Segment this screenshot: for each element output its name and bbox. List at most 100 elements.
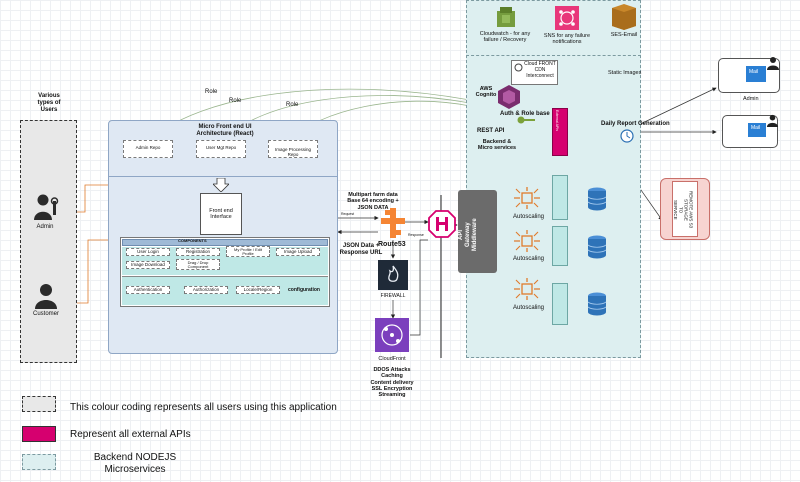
request-label: Request — [341, 212, 355, 216]
customer-user-icon — [35, 284, 57, 309]
role-label-1: Role — [205, 89, 218, 95]
route53-label: Route53 — [378, 241, 406, 248]
comp-profile[interactable]: My Profile / Edit Profile — [226, 246, 270, 257]
legend-swatch-users — [22, 396, 56, 412]
key-icon — [517, 116, 535, 124]
cloudfront-description: DDOS Attacks Caching Content delivery SS… — [370, 367, 414, 399]
components-label: COMPONENTS — [178, 238, 207, 243]
cdn-label: Cloud FRONT CDN Interconnect — [524, 61, 556, 79]
remote-s3-label: REMOTE AWS S3 STORAGE TO SERVICE — [673, 191, 694, 229]
front-end-interface-label: Front end Interface — [209, 208, 233, 221]
comp-authentication-label: Authentication — [133, 287, 163, 292]
service-container-2[interactable] — [552, 226, 568, 266]
multipart-label: Multipart farm data Base 64 encoding + J… — [347, 192, 399, 211]
external-api-bar[interactable] — [552, 108, 568, 156]
cloudwatch-icon — [497, 7, 515, 27]
clock-icon — [620, 129, 634, 143]
api-gateway-box[interactable] — [458, 190, 497, 273]
ses-label: SES-Email — [610, 32, 638, 38]
firewall-icon — [378, 260, 408, 290]
customer-user-label: Customer — [32, 311, 59, 317]
cloudfront-label: CloudFront — [378, 356, 406, 362]
legend-text-external: Represent all external APIs — [70, 429, 191, 440]
mail-label-1: Mail — [749, 69, 759, 75]
admin-user-label: Admin — [36, 224, 54, 230]
firewall-label: FIREWALL — [380, 293, 406, 299]
backend-top-divider — [466, 55, 641, 57]
role-label-3: Role — [286, 102, 299, 108]
comp-authentication[interactable]: Authentication — [126, 286, 170, 294]
repo-admin-label: Admin Repo — [135, 145, 161, 150]
comp-image-upload-label: Image Upload — [283, 249, 313, 254]
comp-drag-drop-label: Drag / Drop Component — [187, 260, 209, 270]
down-arrow-icon — [213, 178, 229, 192]
external-api-label: External APIs — [555, 110, 560, 132]
sns-label: SNS for any failure notifications — [543, 33, 591, 46]
database-icon-2 — [587, 235, 607, 259]
repo-admin[interactable]: Admin Repo — [123, 140, 173, 158]
api-gateway-label: API Gateway Middleware — [458, 218, 478, 252]
autoscaling-label-3: Autoscaling — [513, 305, 545, 311]
ses-icon — [612, 4, 636, 30]
role-label-2: Role — [229, 98, 242, 104]
comp-drag-drop[interactable]: Drag / Drop Component — [176, 259, 220, 270]
comp-image-upload[interactable]: Image Upload — [276, 248, 320, 256]
aws-cognito-label: AWS Cognito — [475, 86, 497, 99]
admin-target-label: Admin — [743, 96, 759, 102]
comp-image-download-label: Image Download — [131, 262, 165, 267]
legend-swatch-external — [22, 426, 56, 442]
repo-user-mgt[interactable]: User Mgt Repo — [196, 140, 246, 158]
service-container-1[interactable] — [552, 175, 568, 220]
comp-locale-region-label: Locale/Region — [243, 287, 273, 292]
json-response-label: JSON Data + Response URL — [339, 243, 383, 256]
sns-icon — [555, 6, 579, 30]
front-end-interface — [200, 193, 242, 235]
repo-image-processing-label: Image Processing Repo — [274, 146, 312, 157]
auth-role-label: Auth & Role base — [500, 111, 550, 117]
comp-profile-label: My Profile / Edit Profile — [233, 247, 262, 257]
autoscaling-icon-2 — [514, 230, 540, 252]
comp-image-download[interactable]: Image Download — [126, 261, 170, 269]
admin-avatar-icon-1 — [767, 57, 779, 70]
mail-label-2: Mail — [751, 125, 761, 131]
cognito-icon — [498, 85, 520, 109]
frontend-title: Micro Front end UI Architecture (React) — [196, 124, 254, 137]
configuration-label: configuration — [288, 287, 320, 293]
users-panel — [20, 120, 77, 363]
cdn-icon — [514, 63, 523, 72]
users-panel-title: Various types of Users — [37, 93, 61, 113]
rest-api-label: REST API — [477, 128, 505, 134]
autoscaling-label-1: Autoscaling — [513, 214, 545, 220]
legend-swatch-backend — [22, 454, 56, 470]
legend-text-users: This colour coding represents all users … — [70, 402, 337, 413]
api-gateway-entry-icon — [428, 210, 456, 238]
repo-user-mgt-label: User Mgt Repo — [205, 145, 237, 150]
response-label: Response — [408, 233, 424, 237]
autoscaling-icon-1 — [514, 187, 540, 209]
route53-icon — [381, 208, 405, 238]
autoscaling-label-2: Autoscaling — [513, 256, 545, 262]
frontend-header-divider — [108, 176, 338, 177]
comp-registration[interactable]: Registration — [176, 248, 220, 256]
components-header — [122, 239, 328, 246]
daily-report-label: Daily Report Generation — [601, 121, 670, 127]
repo-image-processing[interactable]: Image Processing Repo — [268, 140, 318, 158]
static-images-label: Static Images — [608, 70, 642, 76]
comp-locale-region[interactable]: Locale/Region — [236, 286, 280, 294]
database-icon-1 — [587, 187, 607, 211]
cloudwatch-label: Cloudwatch - for any failure / Recovery — [479, 31, 531, 44]
mail-badge-2 — [748, 123, 766, 137]
backend-microservices-label: Backend & Micro services — [477, 139, 517, 152]
comp-user-login-label: User Login — [137, 249, 159, 254]
remote-s3-inner — [672, 181, 698, 237]
comp-authorization[interactable]: Authorization — [184, 286, 228, 294]
autoscaling-icon-3 — [514, 278, 540, 300]
mail-badge-1 — [746, 66, 766, 82]
database-icon-3 — [587, 292, 607, 316]
legend-text-backend: Backend NODEJS Microservices — [93, 452, 177, 475]
service-container-3[interactable] — [552, 283, 568, 325]
comp-user-login[interactable]: User Login — [126, 248, 170, 256]
cloudfront-icon — [375, 318, 409, 352]
admin-avatar-icon-2 — [766, 114, 779, 127]
admin-user-icon — [34, 194, 59, 220]
